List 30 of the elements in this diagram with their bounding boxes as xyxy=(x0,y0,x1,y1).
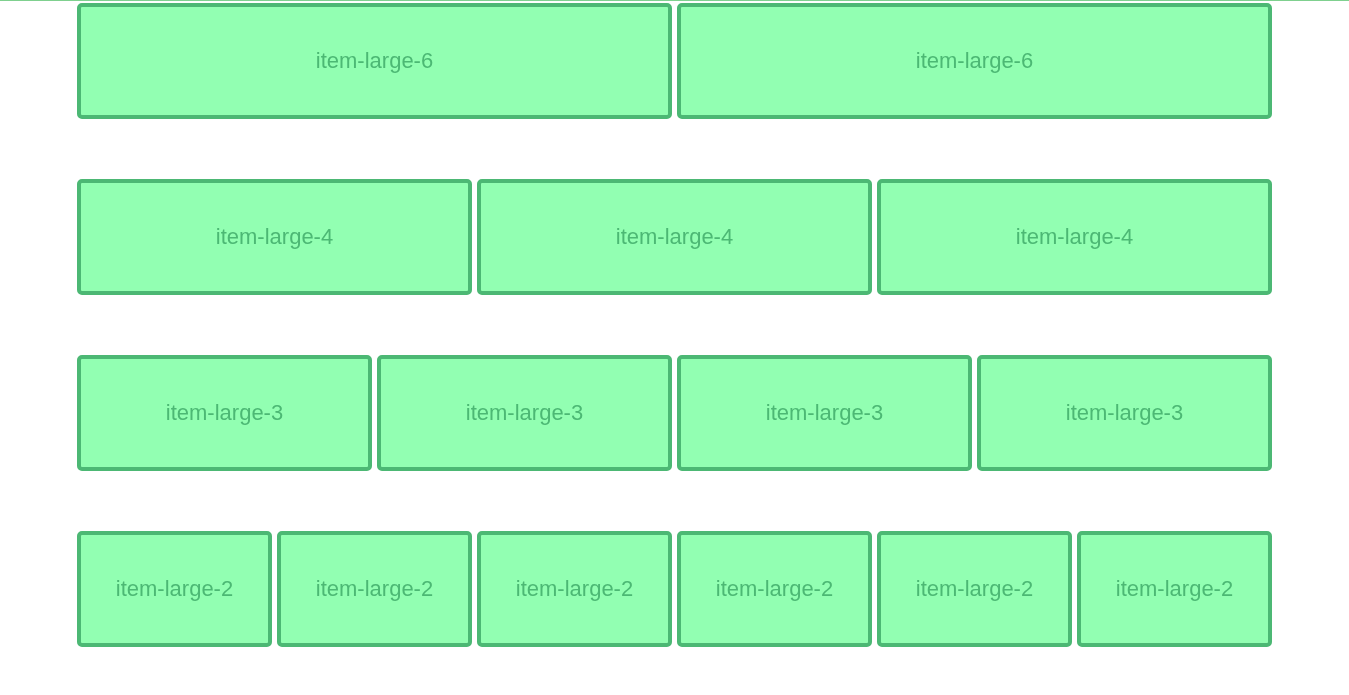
grid-item-box xyxy=(477,531,672,647)
item-label: item-large-4 xyxy=(615,224,734,250)
grid-item-box xyxy=(677,355,972,471)
item-label: item-large-2 xyxy=(115,576,234,602)
item-label: item-large-3 xyxy=(165,400,284,426)
grid-item-box xyxy=(477,179,872,295)
item-label: item-large-2 xyxy=(515,576,634,602)
item-label: item-large-3 xyxy=(465,400,584,426)
grid-item-box xyxy=(77,3,672,119)
grid-item-box xyxy=(1077,531,1272,647)
item-label: item-large-2 xyxy=(915,576,1034,602)
item-label: item-large-2 xyxy=(715,576,834,602)
grid-item-box xyxy=(877,531,1072,647)
grid-item-box xyxy=(77,355,372,471)
grid-item-box xyxy=(977,355,1272,471)
grid-item-box xyxy=(377,355,672,471)
grid-item-box xyxy=(677,531,872,647)
grid-item-box xyxy=(877,179,1272,295)
grid-item-box xyxy=(77,531,272,647)
grid-item-box xyxy=(677,3,1272,119)
item-label: item-large-3 xyxy=(765,400,884,426)
item-label: item-large-4 xyxy=(215,224,334,250)
item-label: item-large-2 xyxy=(1115,576,1234,602)
item-label: item-large-6 xyxy=(315,48,434,74)
grid-item-box xyxy=(277,531,472,647)
grid-item-box xyxy=(77,179,472,295)
item-label: item-large-2 xyxy=(315,576,434,602)
item-label: item-large-3 xyxy=(1065,400,1184,426)
item-label: item-large-4 xyxy=(1015,224,1134,250)
item-label: item-large-6 xyxy=(915,48,1034,74)
